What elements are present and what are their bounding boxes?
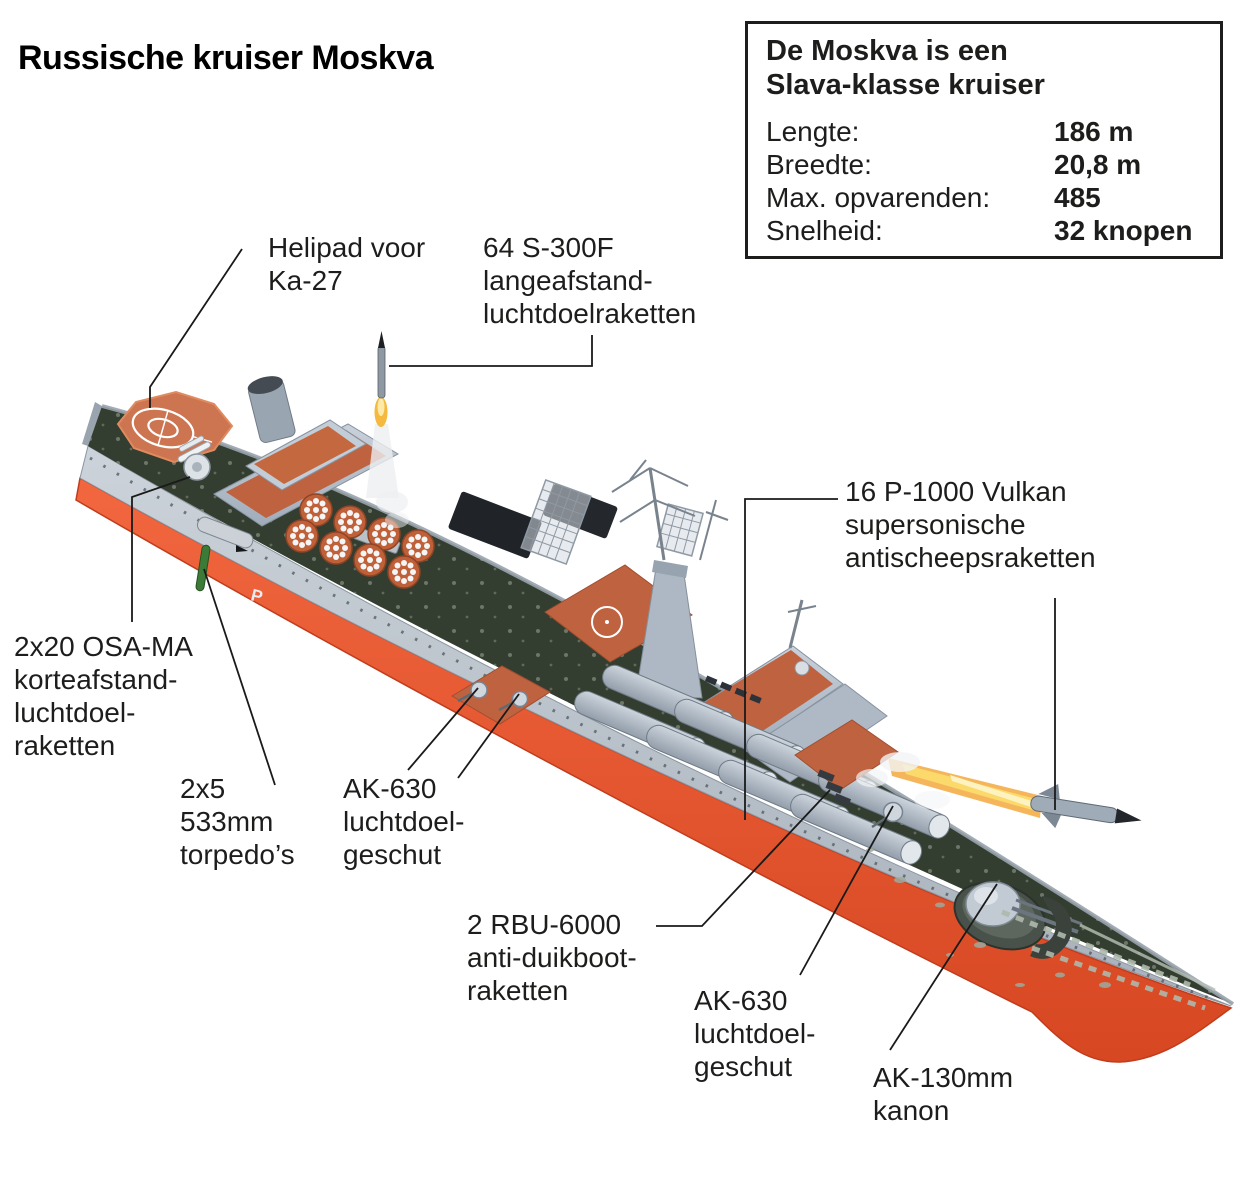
spec-infobox: De Moskva is een Slava-klasse kruiser Le… bbox=[745, 21, 1223, 259]
leader-ak630-bow bbox=[799, 805, 894, 976]
leader-torpedo bbox=[203, 568, 276, 786]
hull bbox=[75, 402, 1233, 1063]
mid-superstructure bbox=[448, 459, 729, 699]
leader-s300f bbox=[389, 335, 593, 367]
infobox-heading-line1: De Moskva is een bbox=[766, 35, 1008, 67]
leader-p1000-a bbox=[744, 498, 838, 820]
s300f-launchers bbox=[285, 493, 435, 589]
leader-lines bbox=[131, 248, 1056, 1051]
leader-ak630-port-b bbox=[457, 693, 520, 779]
spec-label: Lengte: bbox=[766, 116, 860, 147]
infobox-heading: De Moskva is een Slava-klasse kruiser bbox=[766, 34, 1206, 102]
callout-ak630-port: AK-630 luchtdoel- geschut bbox=[343, 773, 465, 870]
callout-s300f: 64 S-300F langeafstand- luchtdoelrakette… bbox=[483, 232, 697, 329]
aft-superstructure bbox=[213, 376, 400, 527]
leader-helipad bbox=[149, 248, 243, 408]
leader-osa-ma bbox=[131, 476, 191, 622]
spec-value: 186 m bbox=[1054, 116, 1134, 147]
spec-value: 32 knopen bbox=[1054, 215, 1193, 246]
callout-helipad: Helipad voor Ka-27 bbox=[268, 232, 426, 296]
spec-label: Max. opvarenden: bbox=[766, 182, 991, 213]
spec-row-beam: Breedte: 20,8 m bbox=[766, 148, 1206, 181]
callout-torpedo: 2x5 533mm torpedo’s bbox=[180, 773, 295, 870]
callout-p1000: 16 P-1000 Vulkan supersonische antischee… bbox=[845, 476, 1096, 573]
osa-ma-launcher bbox=[177, 435, 211, 481]
rbu6000-launchers bbox=[794, 719, 899, 806]
spec-list: Lengte: 186 m Breedte: 20,8 m Max. opvar… bbox=[766, 115, 1206, 247]
callout-ak130: AK-130mm kanon bbox=[873, 1062, 1014, 1126]
lattice-radar-aft bbox=[520, 479, 592, 565]
stern-cap bbox=[82, 402, 102, 446]
spec-value: 20,8 m bbox=[1054, 149, 1142, 180]
callout-ak630-bow: AK-630 luchtdoel- geschut bbox=[694, 985, 816, 1082]
callout-osa-ma: 2x20 OSA-MA korteafstand- luchtdoel- rak… bbox=[14, 631, 193, 761]
page-title: Russische kruiser Moskva bbox=[18, 38, 434, 77]
spec-label: Breedte: bbox=[766, 149, 872, 180]
bridge-windows bbox=[704, 675, 762, 704]
lattice-radar-fwd bbox=[656, 503, 704, 557]
spec-row-crew: Max. opvarenden: 485 bbox=[766, 181, 1206, 214]
ships-boat bbox=[196, 516, 254, 549]
spec-row-speed: Snelheid: 32 knopen bbox=[766, 214, 1206, 247]
anchor-fitting bbox=[1001, 896, 1216, 1011]
spec-label: Snelheid: bbox=[766, 215, 883, 246]
bow-deck-speckles bbox=[866, 848, 1111, 988]
spec-row-length: Lengte: 186 m bbox=[766, 115, 1206, 148]
s300f-rising-rocket bbox=[366, 331, 409, 528]
spec-value: 485 bbox=[1054, 182, 1101, 213]
p1000-flying-missile bbox=[856, 752, 1142, 829]
funnel bbox=[247, 376, 296, 443]
hull-gray-band bbox=[79, 445, 1232, 1007]
leader-ak130 bbox=[889, 883, 998, 1051]
infobox-heading-line2: Slava-klasse kruiser bbox=[766, 69, 1045, 101]
leader-rbu6000 bbox=[656, 789, 831, 927]
ak630-bow-turret bbox=[871, 801, 904, 829]
callout-rbu6000: 2 RBU-6000 anti-duikboot- raketten bbox=[467, 909, 637, 1006]
deck-marker bbox=[236, 545, 248, 552]
torpedo-533mm bbox=[195, 544, 211, 592]
hull-letter: P bbox=[249, 585, 265, 606]
antenna-mast bbox=[611, 459, 729, 561]
leader-ak630-port-a bbox=[407, 687, 479, 771]
ak630-port-turrets bbox=[451, 665, 551, 725]
